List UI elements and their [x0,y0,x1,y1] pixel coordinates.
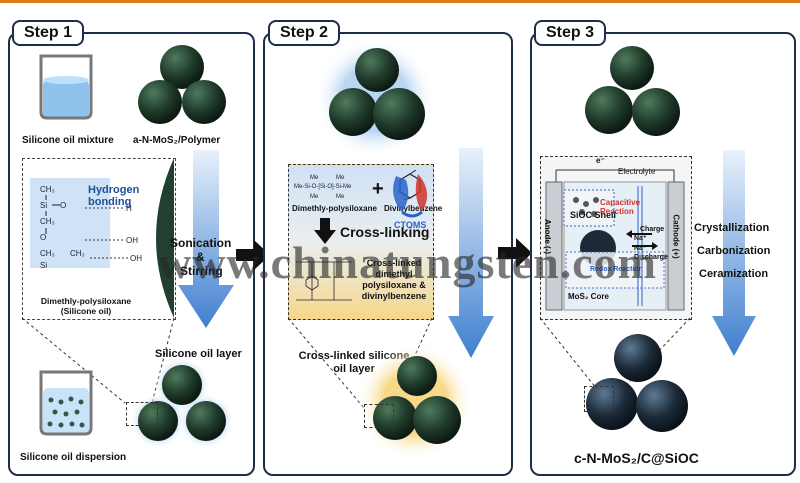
process-arrow-3 [712,150,756,356]
polymer-spheres-cluster [138,45,226,124]
chain-caption: Dimethly-polysiloxane (Silicone oil) [40,296,132,316]
step-arrow-2 [498,238,532,268]
process-arrow-1 [178,150,234,328]
svg-text:Me: Me [336,194,345,200]
zoom-rect-2 [364,404,394,428]
electron-label: e⁻ [596,156,605,165]
beaker-dispersion-icon [39,370,93,436]
process-arrow-2 [448,148,494,358]
oil-layer-label: Silicone oil layer [155,348,242,360]
svg-text:Me: Me [336,175,345,181]
sonication-label: Sonication [170,236,232,250]
plus-sign: + [372,178,384,200]
amp-label: & [196,250,205,264]
final-spheres-cluster [586,334,688,432]
na1-label: Na⁺ [634,235,647,242]
step2-label: Step 2 [268,20,341,46]
beaker-caption: Silicone oil mixture [22,135,114,146]
top-rule [0,0,800,3]
ctoms-logo: CTOMS [393,174,428,230]
process-carbonization: Carbonization [697,245,771,257]
step3-spheres-cluster [585,46,680,136]
spheres-caption: a-N-MoS₂/Polymer [133,135,221,146]
svg-text:O: O [60,201,66,210]
cathode-label: Cathode (+) [671,214,681,259]
svg-text:O: O [40,233,46,242]
polymer-shell-arc [156,158,174,318]
molecular-zoom-box [22,158,176,320]
svg-text:H: H [126,204,132,213]
na2-label: Na⁺ [634,245,647,252]
svg-text:CH₃: CH₃ [40,249,55,258]
beaker-silicone-oil-icon [39,54,93,120]
hydrogen-bonding-label: Hydrogen bonding [88,184,140,208]
dispersion-caption: Silicone oil dispersion [20,452,127,463]
svg-text:CH₃: CH₃ [40,217,55,226]
step3-label: Step 3 [534,20,607,46]
charge-label: Charge [640,226,665,233]
zoom-rect-1 [126,402,158,426]
crosslinked-spheres-cluster [357,346,473,458]
final-product-label: c-N-MoS₂/C@SiOC [574,450,699,466]
svg-text:OH: OH [130,254,142,263]
svg-text:OH: OH [126,236,138,245]
svg-text:CH₃: CH₃ [40,185,55,194]
svg-text:CH₃: CH₃ [70,249,85,258]
svg-text:Me: Me [310,175,319,181]
capacitive-label: Capacitive Reaction [600,198,641,216]
coated-spheres-cluster [130,357,234,449]
reagent1-label: Dimethly-polysiloxane [292,204,377,213]
process-crystallization: Crystallization [694,222,770,234]
electrolyte-label: Electrolyte [618,167,656,176]
logo-text: CTOMS [394,220,426,230]
discharge-label: Discharge [634,254,668,261]
step-arrow-1 [236,240,270,270]
step2-spheres-cluster [315,38,435,158]
reagent2-label: Divinylbenzene [384,204,443,213]
redox-label: Redox Reaction [590,266,643,273]
svg-text:Si: Si [40,201,47,210]
network-structure-diagram [296,261,352,301]
battery-cell-diagram [545,169,685,311]
process-ceramization: Ceramization [699,268,769,280]
svg-text:Si: Si [40,261,47,270]
mos2-core-label: MoS₂ Core [568,292,609,301]
stirring-label: Stirring [180,264,223,278]
down-arrow-icon [314,218,336,244]
product-label: Cross-linked dimethyl polysiloxane & div… [361,258,427,301]
sioc-shell-label: SiOC Shell [570,210,617,220]
svg-text:Me: Me [310,194,319,200]
crosslinking-label: Cross-linking [340,224,430,240]
svg-text:Me-Si-O-[Si-O]-Si-Me: Me-Si-O-[Si-O]-Si-Me [294,184,352,190]
anode-label: Anode (-) [543,218,553,255]
step1-label: Step 1 [12,20,85,46]
zoom-rect-3 [584,386,614,412]
